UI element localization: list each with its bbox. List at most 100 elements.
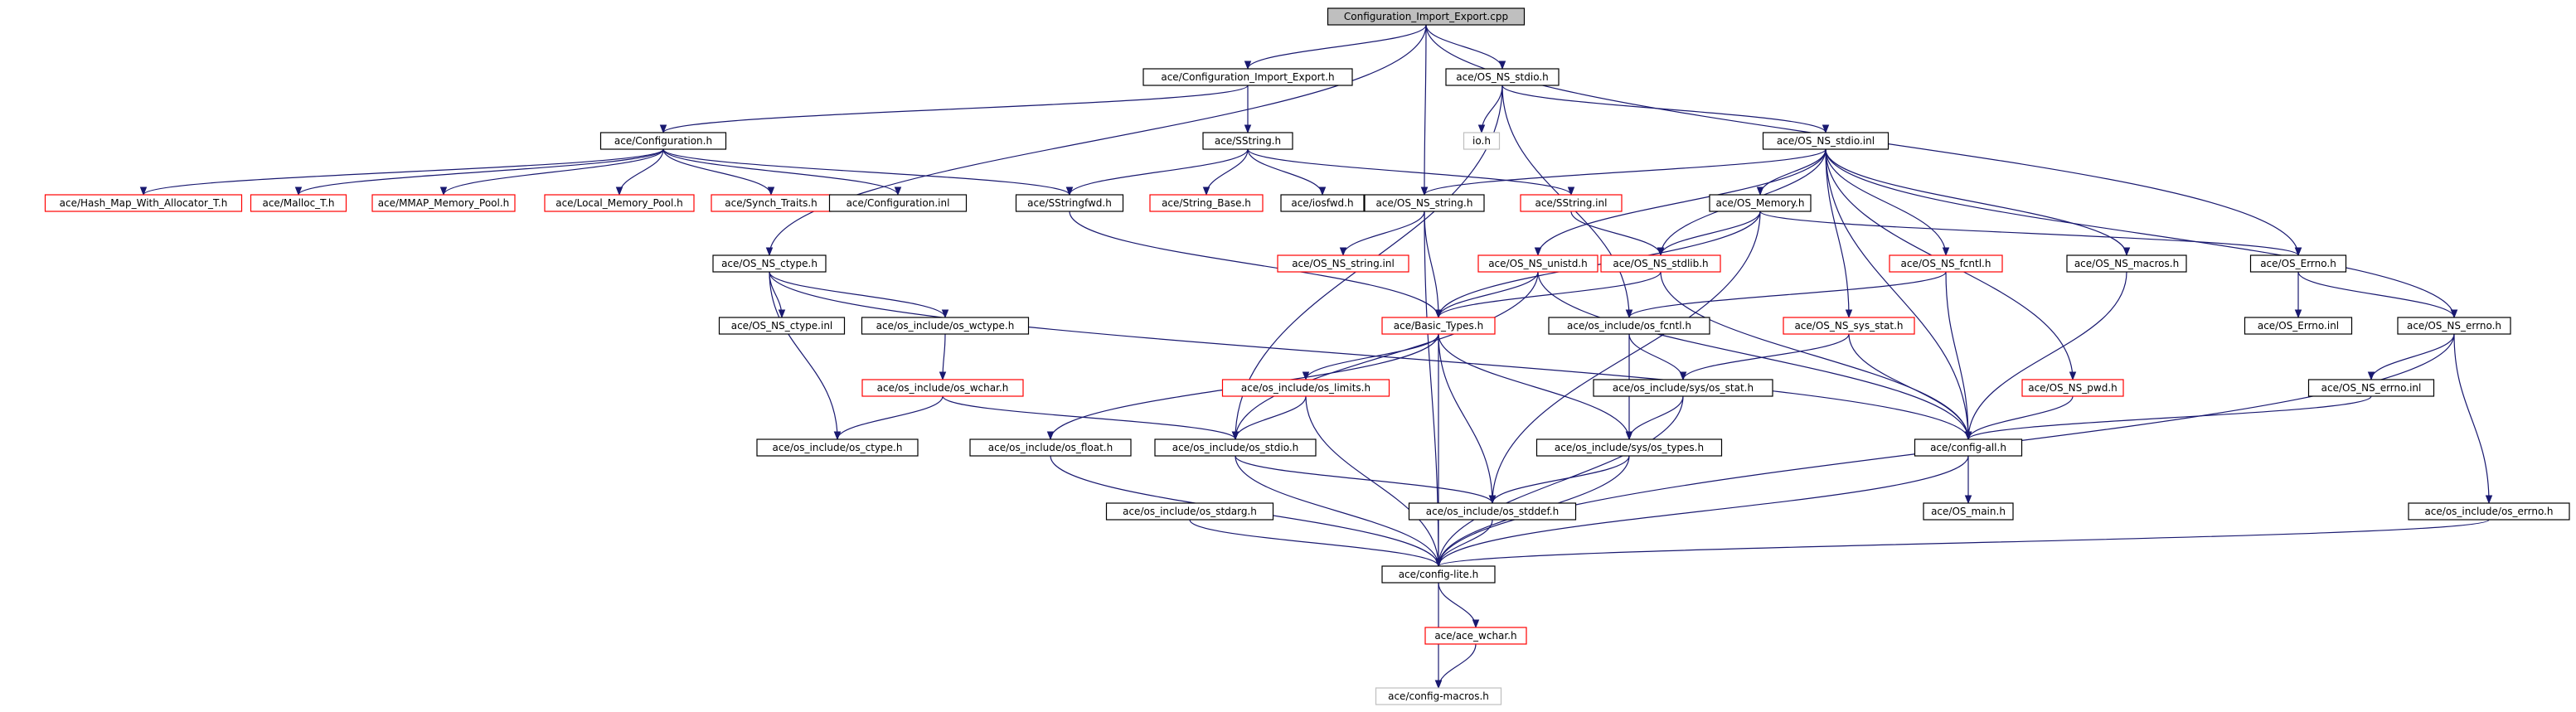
node-os-ns-stdio-h[interactable]: ace/OS_NS_stdio.h (1445, 68, 1560, 86)
node-os-ns-stdlib-h[interactable]: ace/OS_NS_stdlib.h (1600, 254, 1721, 273)
edge-basic-types-h-to-os-stddef-h (1438, 333, 1497, 505)
edge-sstring-h-to-iosfwd-h (1247, 148, 1327, 196)
node-sstring-h[interactable]: ace/SString.h (1202, 132, 1293, 150)
edge-os-ns-string-h-to-os-ns-string-inl (1339, 211, 1425, 257)
node-configuration-inl[interactable]: ace/Configuration.inl (828, 194, 968, 212)
node-malloc-t[interactable]: ace/Malloc_T.h (250, 194, 347, 212)
node-label: ace/OS_NS_errno.h (2407, 320, 2501, 332)
node-box (1105, 502, 1274, 521)
node-box (1381, 565, 1496, 584)
node-label: ace/OS_NS_fcntl.h (1901, 258, 1991, 269)
node-box (2397, 317, 2511, 335)
node-os-limits-h[interactable]: ace/os_include/os_limits.h (1221, 379, 1390, 397)
node-os-errno-inc-h[interactable]: ace/os_include/os_errno.h (2408, 502, 2570, 521)
edge-os-wctype-h-to-os-wchar-h (939, 333, 947, 381)
node-sstring-inl[interactable]: ace/SString.inl (1520, 194, 1623, 212)
node-label: io.h (1472, 135, 1491, 147)
edge-os-ns-ctype-h-to-os-ctype-h (769, 271, 842, 441)
node-basic-types-h[interactable]: ace/Basic_Types.h (1381, 317, 1496, 335)
node-label: ace/OS_NS_unistd.h (1488, 258, 1588, 269)
node-label: ace/os_include/os_stdarg.h (1123, 506, 1257, 517)
edge-os-ns-stdio-inl-to-config-all-h (1825, 148, 1972, 441)
node-label: ace/SString.h (1215, 135, 1281, 147)
edge-os-stdio-h-to-os-stddef-h (1235, 455, 1497, 505)
edge-os-ns-errno-h-to-os-ns-errno-inl (2367, 333, 2455, 381)
node-os-include-os-fcntl-h[interactable]: ace/os_include/os_fcntl.h (1548, 317, 1710, 335)
node-os-ns-ctype-h[interactable]: ace/OS_NS_ctype.h (712, 254, 827, 273)
edge-root-to-os-ns-string-h (1420, 24, 1429, 196)
node-os-ctype-h[interactable]: ace/os_include/os_ctype.h (756, 438, 919, 457)
edge-cie-h-to-configuration-h (659, 85, 1249, 134)
edge-os-wchar-h-to-os-stdio-h (942, 395, 1239, 441)
node-label: ace/OS_NS_pwd.h (2028, 382, 2118, 394)
node-cie-h[interactable]: ace/Configuration_Import_Export.h (1142, 68, 1353, 86)
node-os-wchar-h[interactable]: ace/os_include/os_wchar.h (861, 379, 1024, 397)
node-os-stdio-h[interactable]: ace/os_include/os_stdio.h (1154, 438, 1317, 457)
edge-os-ns-errno-h-to-os-errno-inc-h (2453, 333, 2493, 505)
node-os-ns-sys-stat-h[interactable]: ace/OS_NS_sys_stat.h (1783, 317, 1915, 335)
node-box (2249, 254, 2347, 273)
node-label: ace/Configuration.h (614, 135, 712, 147)
node-label: ace/os_include/os_stddef.h (1426, 506, 1559, 517)
node-os-ns-macros-h[interactable]: ace/OS_NS_macros.h (2066, 254, 2187, 273)
edge-basic-types-h-to-sys-os-types-h (1438, 333, 1633, 441)
node-os-float-h[interactable]: ace/os_include/os_float.h (969, 438, 1132, 457)
node-ace-wchar-h[interactable]: ace/ace_wchar.h (1424, 627, 1527, 645)
node-os-ns-ctype-inl[interactable]: ace/OS_NS_ctype.inl (718, 317, 846, 335)
node-string-base[interactable]: ace/String_Base.h (1149, 194, 1264, 212)
edge-os-ns-ctype-h-to-os-wctype-h (769, 271, 949, 319)
node-os-stddef-h[interactable]: ace/os_include/os_stddef.h (1408, 502, 1577, 521)
edge-root-to-os-ns-ctype-h (765, 24, 1427, 257)
node-label: ace/os_include/os_fcntl.h (1567, 320, 1691, 332)
node-label: ace/os_include/sys/os_types.h (1555, 442, 1704, 453)
node-os-ns-string-inl[interactable]: ace/OS_NS_string.inl (1277, 254, 1409, 273)
edge-os-memory-h-to-os-stddef-h (1488, 211, 1761, 505)
node-os-stdarg-h[interactable]: ace/os_include/os_stdarg.h (1105, 502, 1274, 521)
node-os-errno-h[interactable]: ace/OS_Errno.h (2249, 254, 2347, 273)
node-os-ns-pwd-h[interactable]: ace/OS_NS_pwd.h (2021, 379, 2124, 397)
node-label: ace/ace_wchar.h (1434, 630, 1516, 642)
node-os-wctype-h[interactable]: ace/os_include/os_wctype.h (861, 317, 1030, 335)
node-config-all-h[interactable]: ace/config-all.h (1914, 438, 2023, 457)
node-box (1445, 68, 1560, 86)
node-os-ns-errno-inl[interactable]: ace/OS_NS_errno.inl (2307, 379, 2435, 397)
node-sys-os-stat-h[interactable]: ace/os_include/sys/os_stat.h (1593, 379, 1773, 397)
edge-os-ns-pwd-h-to-config-all-h (1964, 395, 2074, 441)
node-label: ace/String_Base.h (1162, 197, 1251, 209)
node-synch-traits[interactable]: ace/Synch_Traits.h (711, 194, 832, 212)
node-io-h[interactable]: io.h (1463, 132, 1501, 150)
node-os-errno-inl[interactable]: ace/OS_Errno.inl (2244, 317, 2353, 335)
edge-os-stdio-h-to-config-lite-h (1235, 455, 1443, 568)
node-local-pool[interactable]: ace/Local_Memory_Pool.h (544, 194, 695, 212)
node-os-ns-unistd-h[interactable]: ace/OS_NS_unistd.h (1477, 254, 1598, 273)
edge-os-ns-unistd-h-to-basic-types-h (1434, 271, 1539, 319)
node-os-main-h[interactable]: ace/OS_main.h (1923, 502, 2014, 521)
node-os-ns-string-h[interactable]: ace/OS_NS_string.h (1364, 194, 1485, 212)
edge-os-ns-fcntl-h-to-config-all-h (1945, 271, 1972, 441)
edge-sstring-h-to-string-base (1202, 148, 1249, 196)
node-box (1015, 194, 1124, 212)
node-label: ace/OS_main.h (1931, 506, 2006, 517)
node-config-lite-h[interactable]: ace/config-lite.h (1381, 565, 1496, 584)
node-configuration-h[interactable]: ace/Configuration.h (599, 132, 727, 150)
node-mmap-pool[interactable]: ace/MMAP_Memory_Pool.h (371, 194, 516, 212)
node-root[interactable]: Configuration_Import_Export.cpp (1327, 7, 1526, 26)
edge-sstring-inl-to-os-ns-stdlib-h (1570, 211, 1665, 257)
node-label: ace/os_include/sys/os_stat.h (1613, 382, 1754, 394)
node-label: ace/OS_NS_ctype.h (721, 258, 817, 269)
node-box (371, 194, 516, 212)
edge-configuration-h-to-local-pool (615, 148, 664, 196)
node-os-ns-errno-h[interactable]: ace/OS_NS_errno.h (2397, 317, 2511, 335)
node-config-macros-h[interactable]: ace/config-macros.h (1375, 687, 1502, 705)
node-sys-os-types-h[interactable]: ace/os_include/sys/os_types.h (1535, 438, 1723, 457)
node-box (1149, 194, 1264, 212)
node-os-memory-h[interactable]: ace/OS_Memory.h (1709, 194, 1812, 212)
node-iosfwd-h[interactable]: ace/iosfwd.h (1280, 194, 1365, 212)
node-sstringfwd-h[interactable]: ace/SStringfwd.h (1015, 194, 1124, 212)
edge-root-to-os-ns-stdio-h (1425, 24, 1506, 70)
edge-configuration-h-to-malloc-t (294, 148, 664, 196)
node-os-ns-stdio-inl[interactable]: ace/OS_NS_stdio.inl (1762, 132, 1890, 150)
node-hash-map[interactable]: ace/Hash_Map_With_Allocator_T.h (44, 194, 243, 212)
node-os-ns-fcntl-h[interactable]: ace/OS_NS_fcntl.h (1889, 254, 2003, 273)
